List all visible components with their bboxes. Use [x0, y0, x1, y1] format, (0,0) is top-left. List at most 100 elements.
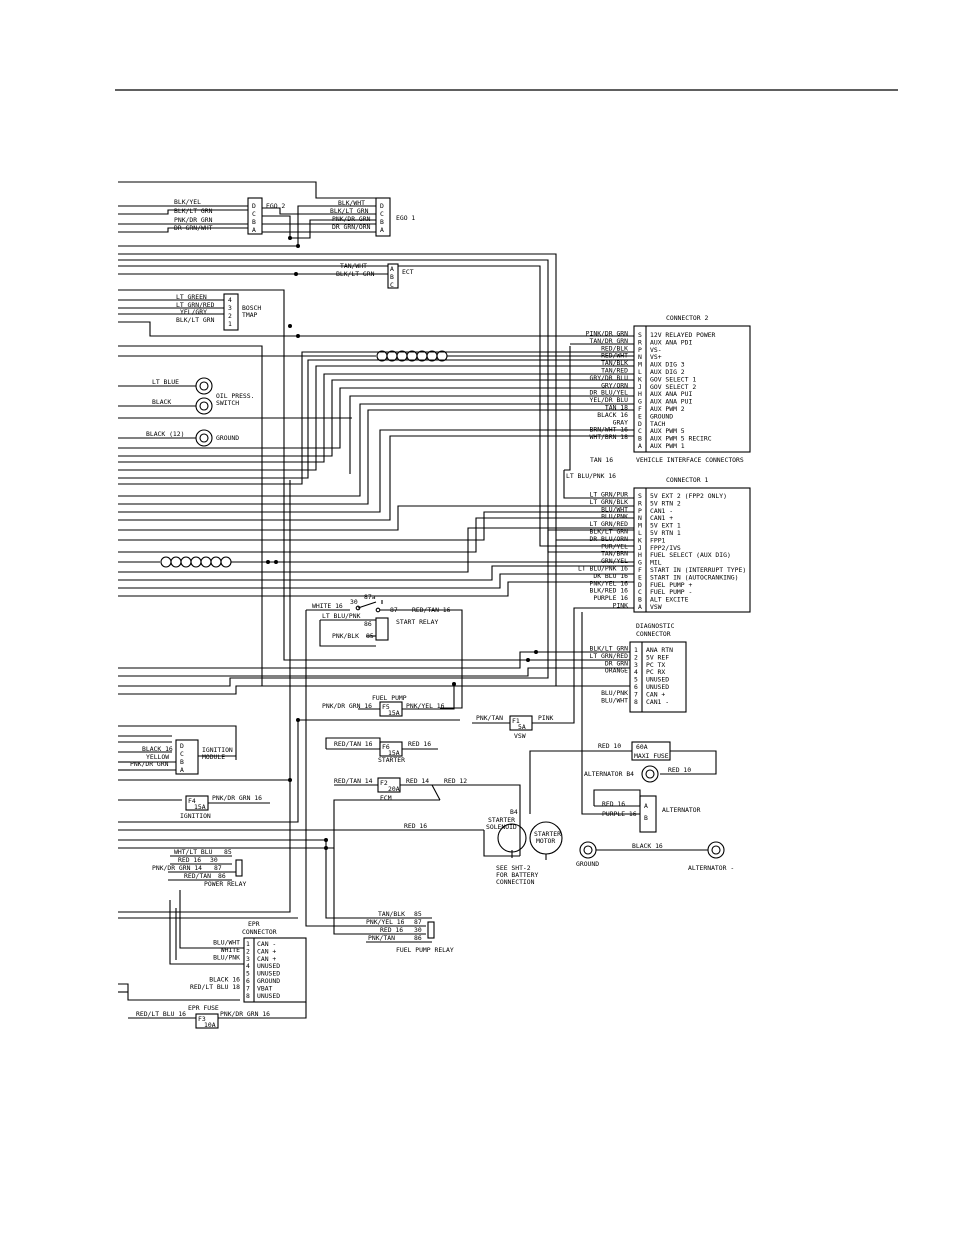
connector-2-wire: DR BLU/YEL — [590, 389, 629, 397]
epr-wire: BLU/PNK — [213, 953, 240, 961]
starter-fuse-label: STARTER — [378, 756, 405, 764]
ground-wire: BLACK (12) — [146, 430, 184, 438]
start-relay-pin: 85 — [366, 632, 374, 640]
connector-1-wire: GRN/YEL — [601, 557, 628, 565]
connector-2-pin: B — [638, 435, 642, 443]
connector-2-footer: VEHICLE INTERFACE CONNECTORS — [636, 456, 744, 464]
connector-2-wire: TAN/DR GRN — [590, 337, 629, 345]
twisted-pair-symbol — [376, 350, 634, 362]
connector-1-wire: BLK/RED 16 — [590, 587, 629, 595]
oil-wire: LT BLUE — [152, 378, 179, 386]
connector-1-function: 5V RTN 2 — [650, 499, 681, 507]
ignition-wire: YELLOW — [146, 753, 169, 761]
diagnostic-wire: BLK/LT GRN — [590, 645, 629, 653]
maxi-amp: 60A — [636, 743, 648, 751]
connector-2-wire: BLACK 16 — [597, 411, 628, 419]
diagnostic-title: CONNECTOR — [636, 630, 671, 638]
diagnostic-function: CAN + — [646, 690, 665, 698]
ego1-sensor: D C B A BLK/WHT BLK/LT GRN PNK/DR GRN DR… — [262, 197, 415, 239]
connector-2-pin: K — [638, 375, 642, 383]
vsw-out: PINK — [538, 714, 554, 722]
power-relay-pin: 85 — [224, 848, 232, 856]
start-relay-wire87: RED/TAN 16 — [412, 606, 451, 614]
connector-1-function: FPP2/IVS — [650, 544, 681, 552]
epr-connector: EPR CONNECTOR F3 10A EPR FUSE RED/LT BLU… — [128, 890, 307, 1029]
diagnostic-wire: LT GRN/RED — [590, 652, 629, 660]
diagnostic-pin: 6 — [634, 683, 638, 691]
ego2-pin: D — [252, 202, 256, 210]
epr-fuse-id: F3 — [198, 1015, 206, 1023]
connector-1-wire: LT BLU/PNK 16 — [578, 565, 628, 573]
connector-1-function: FUEL SELECT (AUX DIG) — [650, 551, 731, 559]
connector-1-pin: K — [638, 536, 642, 544]
ect-wire: BLK/LT GRN — [336, 270, 375, 278]
connector-2-function: GOV SELECT 1 — [650, 375, 696, 383]
power-relay-wire: RED/TAN — [184, 872, 211, 880]
connector-1-function: 5V RTN 1 — [650, 529, 681, 537]
oil-label: SWITCH — [216, 399, 239, 407]
fuel-pump-relay-pin: 30 — [414, 926, 422, 934]
ignition-wire: PNK/DR GRN — [130, 760, 169, 768]
connector-2-wire: PINK/DR GRN — [586, 330, 628, 338]
ect-wire: TAN/WHT — [340, 262, 367, 270]
diagnostic-pin: 4 — [634, 668, 638, 676]
connector-1-pin: M — [638, 522, 642, 530]
starter-motor: B4 STARTER SOLENOID STARTER MOTOR RED 16… — [404, 808, 563, 886]
tmap-label: BOSCH — [242, 304, 261, 312]
epr-function: GROUND — [257, 977, 280, 985]
connector-2-pin: N — [638, 353, 642, 361]
connector-1-pin: G — [638, 559, 642, 567]
epr-pin: 7 — [246, 984, 250, 992]
diagnostic-function: 5V REF — [646, 653, 669, 661]
connector-2-pin: A — [638, 442, 642, 450]
starter-see: FOR BATTERY — [496, 871, 538, 879]
connector-2-pin: H — [638, 390, 642, 398]
epr-function: UNUSED — [257, 962, 280, 970]
vsw-wire: PNK/TAN — [476, 714, 503, 722]
connector-1-pin: J — [638, 544, 642, 552]
starter-see: SEE SHT-2 — [496, 864, 531, 872]
connector-1-wire: LT GRN/PUR — [590, 491, 629, 499]
ego1-pin: D — [380, 202, 384, 210]
epr-wire: BLU/WHT — [213, 939, 240, 947]
connector-2-function: TACH — [650, 420, 666, 428]
start-relay-label: START RELAY — [396, 618, 438, 626]
harness-stubs — [118, 181, 634, 1001]
ecm-fuse-label: ECM — [380, 794, 392, 802]
power-relay-pin: 30 — [210, 856, 218, 864]
starter-red16: RED 16 — [404, 822, 427, 830]
tmap-label: TMAP — [242, 311, 258, 319]
starter-label: STARTER — [534, 830, 561, 838]
fuel-pump-fuse: FUEL PUMP PNK/DR GRN 16 F5 15A PNK/YEL 1… — [322, 684, 455, 717]
connector-2-pin: S — [638, 331, 642, 339]
diagnostic-wire: BLU/WHT — [601, 696, 628, 704]
connector-1-function: 5V EXT 2 (FPP2 ONLY) — [650, 492, 727, 500]
connector-1-pin: F — [638, 566, 642, 574]
connector-1-wire: LT GRN/BLK — [590, 498, 629, 506]
alternator-b4: ALTERNATOR B4 — [584, 770, 634, 778]
diagnostic-pin: 8 — [634, 698, 638, 706]
ect-sensor: A B C TAN/WHT BLK/LT GRN ECT — [296, 262, 414, 289]
diagnostic-function: UNUSED — [646, 683, 669, 691]
alternator-pin: A — [644, 802, 648, 810]
connector-2-pin: R — [638, 338, 642, 346]
connector-2-wire: WHT/BRN 18 — [590, 433, 629, 441]
connector-2-pin: F — [638, 405, 642, 413]
connector-1-pin: C — [638, 588, 642, 596]
fuel-pump-relay-pin: 85 — [414, 910, 422, 918]
connector-2-function: AUX ANA PUI — [650, 398, 692, 406]
start-relay-wire30: WHITE 16 — [312, 602, 343, 610]
tmap-wire: YEL/GRY — [180, 308, 207, 316]
connector-2-wire: GRY/DR BLU — [590, 374, 629, 382]
connector-2-function: 12V RELAYED POWER — [650, 331, 716, 339]
connector-2-wire: BRN/WHT 16 — [590, 426, 629, 434]
connector-1-function: START IN (INTERRUPT TYPE) — [650, 566, 746, 574]
power-relay-wire: WHT/LT BLU — [174, 848, 213, 856]
ground-label: GROUND — [576, 860, 599, 868]
ecm-fuse-wire-out: RED 14 — [406, 777, 429, 785]
connector-1-pin: R — [638, 499, 642, 507]
connector-2-wire: RED/BLK — [601, 344, 628, 352]
connector-1-pin: B — [638, 596, 642, 604]
oil-wire: BLACK — [152, 398, 171, 406]
epr-pin: 3 — [246, 955, 250, 963]
